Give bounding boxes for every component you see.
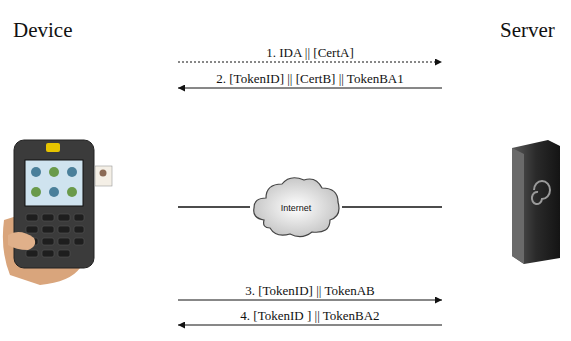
node-heading: Device	[13, 18, 72, 43]
message-label: 4. [TokenID ] || TokenBA2	[238, 308, 381, 323]
internet-cloud: Internet	[250, 172, 342, 240]
screen-icon	[49, 187, 59, 197]
server-side	[512, 148, 524, 264]
server-swirl	[532, 181, 550, 204]
thumb	[8, 232, 35, 250]
handheld-device	[3, 140, 112, 285]
id-card	[95, 166, 112, 186]
device-node: Device	[5, 8, 178, 280]
network-link	[342, 206, 442, 207]
screen-icon	[49, 167, 59, 177]
device-screen	[25, 160, 83, 206]
server-node: Server	[442, 8, 566, 270]
cloud-label: Internet	[250, 203, 342, 213]
device-button	[46, 143, 60, 152]
screen-icon	[67, 167, 77, 177]
screen-icon	[67, 187, 77, 197]
keypad	[26, 214, 84, 257]
node-heading: Server	[500, 18, 555, 43]
message-arrow	[178, 62, 442, 63]
message-arrow	[178, 88, 442, 89]
message-arrow	[178, 325, 442, 326]
network-link	[178, 206, 250, 207]
card-photo	[100, 170, 107, 177]
screen-icon	[31, 167, 41, 177]
message-arrow	[178, 300, 442, 301]
screen-icon	[31, 187, 41, 197]
message-label: 3. [TokenID] || TokenAB	[243, 283, 377, 298]
message-label: 1. IDA || [CertA]	[264, 45, 356, 60]
server-body	[512, 140, 560, 264]
message-label: 2. [TokenID] || [CertB] || TokenBA1	[214, 71, 405, 86]
server-tower	[512, 140, 560, 264]
